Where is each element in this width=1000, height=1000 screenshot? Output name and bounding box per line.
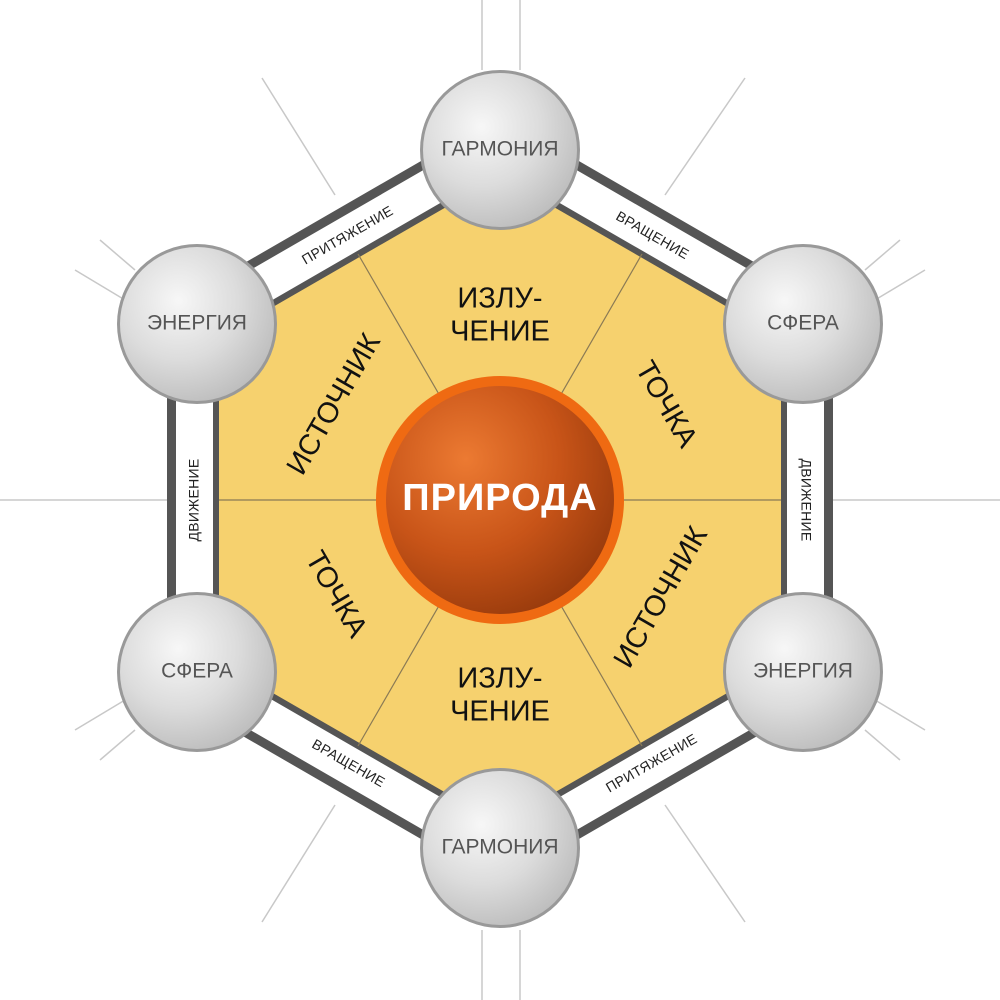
sector-label-top-line1: ИЗЛУ- <box>457 283 542 315</box>
node-label-upper-right: СФЕРА <box>767 312 839 335</box>
sector-label-top-line2: ЧЕНИЕ <box>450 316 550 348</box>
node-label-lower-left: СФЕРА <box>161 660 233 683</box>
node-label-upper-left: ЭНЕРГИЯ <box>147 312 247 335</box>
sector-label-bottom-line2: ЧЕНИЕ <box>450 696 550 728</box>
node-label-bottom: ГАРМОНИЯ <box>442 836 559 859</box>
node-upper-left: ЭНЕРГИЯ <box>117 244 277 404</box>
edge-label-right: ДВИЖЕНИЕ <box>798 458 814 541</box>
center-sphere <box>386 386 614 614</box>
node-upper-right: СФЕРА <box>723 244 883 404</box>
node-label-lower-right: ЭНЕРГИЯ <box>753 660 853 683</box>
edge-label-left: ДВИЖЕНИЕ <box>186 458 202 541</box>
node-label-top: ГАРМОНИЯ <box>442 138 559 161</box>
node-top: ГАРМОНИЯ <box>420 70 580 230</box>
node-bottom: ГАРМОНИЯ <box>420 768 580 928</box>
node-lower-left: СФЕРА <box>117 592 277 752</box>
node-lower-right: ЭНЕРГИЯ <box>723 592 883 752</box>
center-label: ПРИРОДА <box>402 477 597 519</box>
sector-label-bottom-line1: ИЗЛУ- <box>457 663 542 695</box>
